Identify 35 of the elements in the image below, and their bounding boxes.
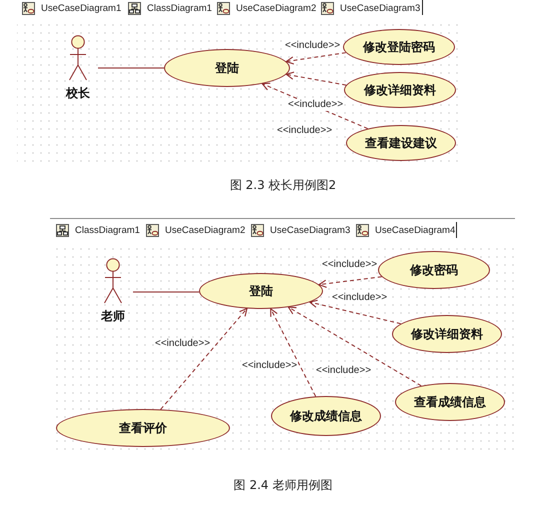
tab-label: UseCaseDiagram3 bbox=[340, 2, 420, 14]
dashed-arrow bbox=[288, 306, 422, 386]
use-case-name: 查看评价 bbox=[119, 421, 167, 435]
figure-caption: 图 2.3 校长用例图2 bbox=[230, 178, 336, 192]
use-case-name: 查看建设建议 bbox=[365, 136, 437, 150]
tab-label: ClassDiagram1 bbox=[147, 2, 212, 14]
dashed-arrow bbox=[160, 308, 248, 410]
dashed-arrow bbox=[318, 276, 382, 288]
actor-name: 校长 bbox=[66, 86, 90, 100]
use-case-name: 修改成绩信息 bbox=[290, 409, 362, 423]
dashed-arrow bbox=[286, 72, 347, 86]
tab-label: UseCaseDiagram1 bbox=[41, 2, 122, 14]
tab-label: ClassDiagram1 bbox=[75, 224, 140, 236]
dashed-arrow bbox=[270, 308, 316, 397]
dashed-arrow bbox=[286, 52, 346, 65]
use-case-name: 查看成绩信息 bbox=[414, 395, 486, 409]
tab-label: UseCaseDiagram3 bbox=[270, 224, 350, 236]
use-case-name: 修改密码 bbox=[410, 263, 458, 277]
use-case-name: 登陆 bbox=[249, 284, 273, 298]
edge-label: <<include>> bbox=[315, 365, 372, 377]
dashed-arrow bbox=[309, 300, 402, 324]
figure-caption: 图 2.4 老师用例图 bbox=[234, 478, 332, 492]
edge-label: <<include>> bbox=[241, 360, 298, 372]
tab-label: UseCaseDiagram2 bbox=[236, 2, 316, 14]
edge-label: <<include>> bbox=[276, 125, 334, 137]
actor-name: 老师 bbox=[101, 309, 125, 323]
edge-label: <<include>> bbox=[284, 40, 342, 52]
use-case-name: 登陆 bbox=[215, 61, 239, 75]
edge-label: <<include>> bbox=[154, 338, 212, 350]
tab-label: UseCaseDiagram4 bbox=[375, 224, 456, 236]
tab-label: UseCaseDiagram2 bbox=[165, 224, 246, 236]
use-case-name: 修改登陆密码 bbox=[363, 40, 435, 54]
use-case-name: 修改详细资料 bbox=[364, 83, 436, 97]
edge-label: <<include>> bbox=[287, 99, 344, 111]
use-case-name: 修改详细资料 bbox=[411, 327, 483, 341]
